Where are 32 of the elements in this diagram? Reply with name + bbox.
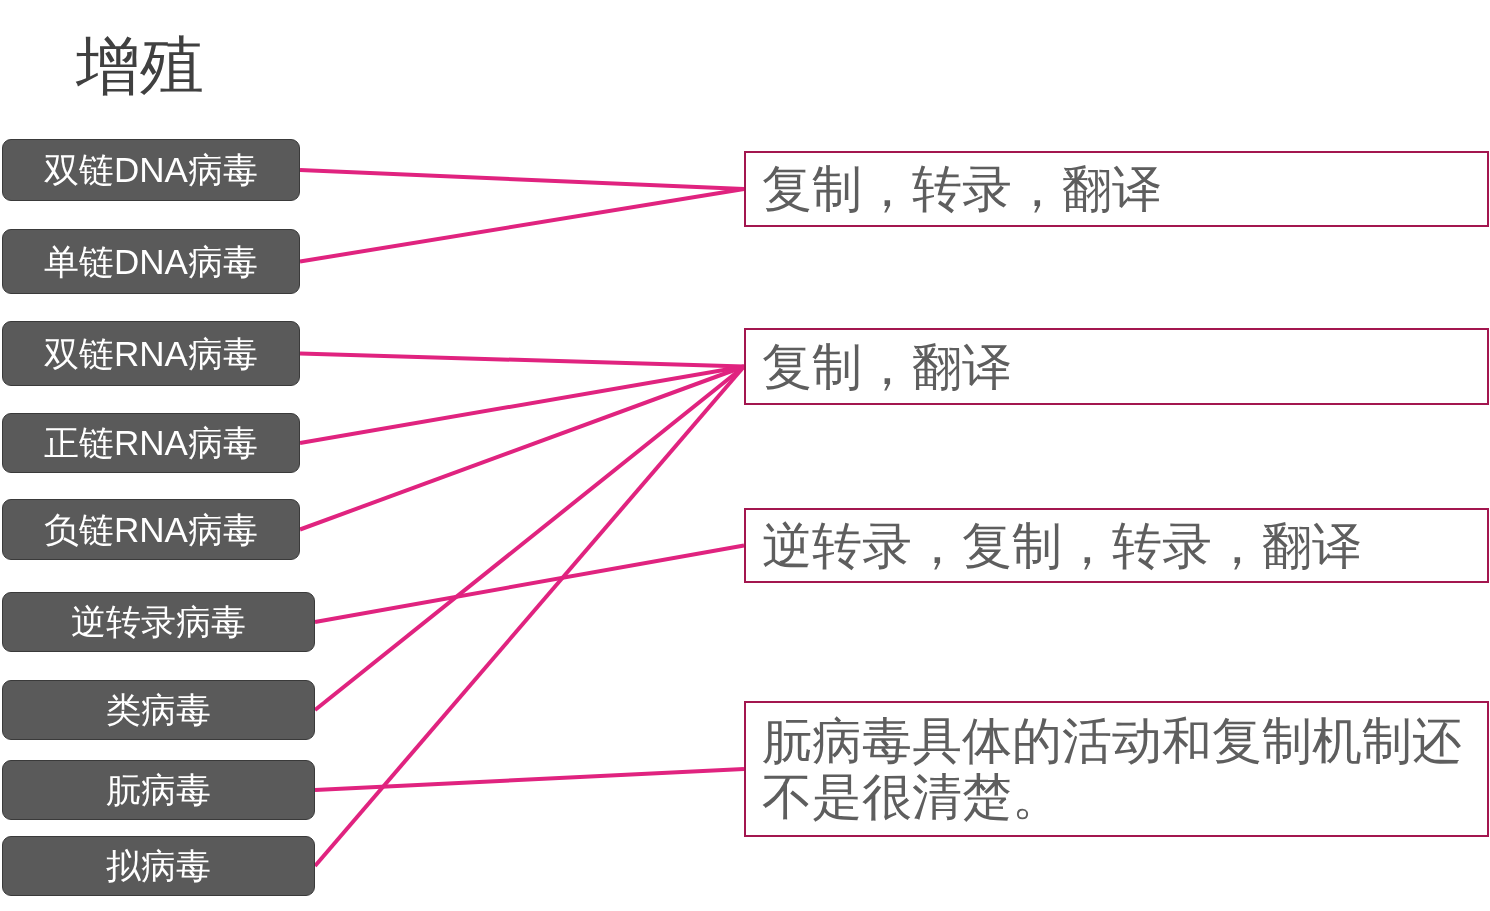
process-text: 复制，转录，翻译	[762, 161, 1163, 217]
virus-type-box	[2, 229, 300, 294]
virus-type-box	[2, 413, 300, 473]
process-text: 复制，翻译	[762, 338, 1013, 395]
connector-line	[299, 187, 745, 264]
virus-type-label: 负链RNA病毒	[44, 509, 258, 550]
process-box	[744, 328, 1489, 405]
process-box	[744, 701, 1489, 837]
connector-line	[314, 543, 745, 624]
virus-type-box	[2, 760, 315, 820]
virus-type-box	[2, 321, 300, 386]
process-box	[744, 151, 1489, 227]
virus-type-label: 正链RNA病毒	[44, 423, 258, 463]
virus-type-label: 双链RNA病毒	[44, 333, 258, 374]
virus-type-box	[2, 499, 300, 560]
connector-line	[314, 767, 745, 792]
process-text: 逆转录，复制，转录，翻译	[762, 517, 1363, 574]
virus-type-label: 逆转录病毒	[71, 602, 246, 642]
virus-type-label: 拟病毒	[106, 846, 211, 886]
virus-type-label: 朊病毒	[106, 770, 211, 810]
virus-type-box	[2, 139, 300, 201]
virus-type-label: 双链DNA病毒	[44, 150, 258, 190]
virus-type-label: 单链DNA病毒	[44, 241, 258, 282]
virus-type-label: 类病毒	[106, 690, 211, 730]
process-text: 朊病毒具体的活动和复制机制还不是很清楚。	[762, 713, 1463, 825]
slide-title: 增殖	[76, 29, 204, 104]
virus-type-box	[2, 680, 315, 740]
connector-line	[299, 364, 745, 532]
process-box	[744, 508, 1489, 583]
virus-type-box	[2, 836, 315, 896]
virus-type-box	[2, 592, 315, 652]
connector-line	[299, 351, 745, 369]
